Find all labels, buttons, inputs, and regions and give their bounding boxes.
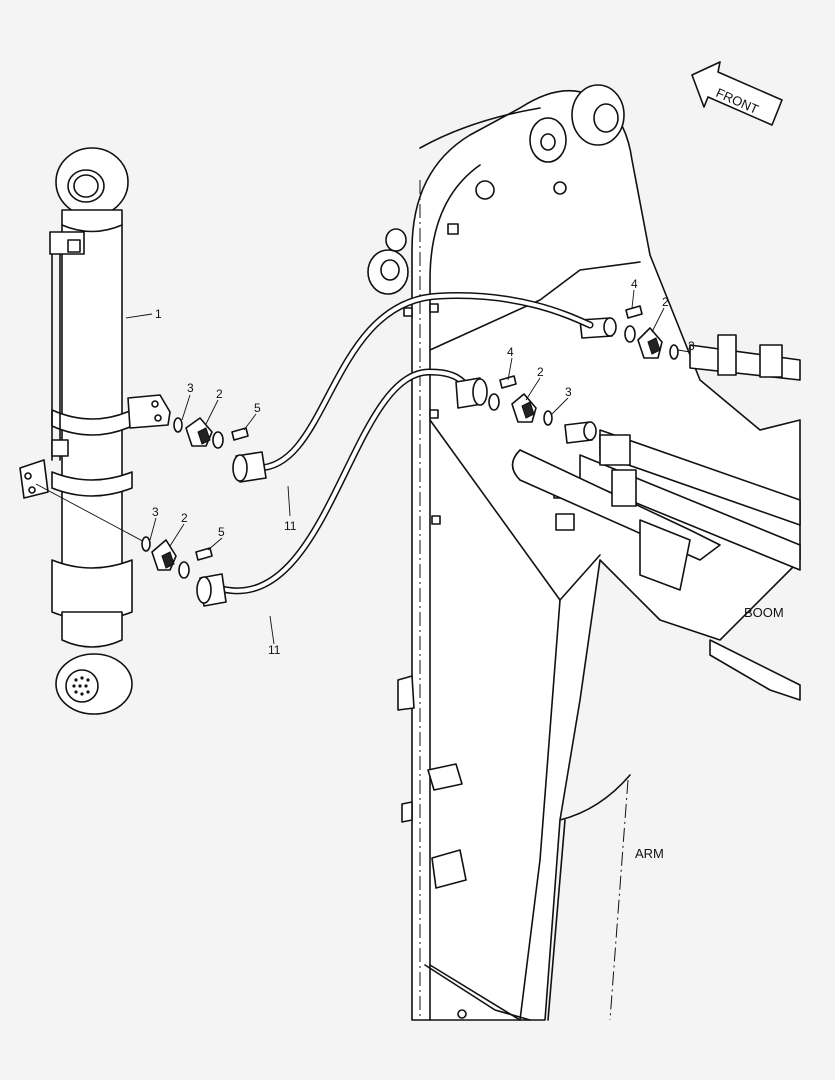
boom-label: BOOM — [744, 605, 784, 620]
callout-bolt-upper-a: 4 — [507, 345, 514, 359]
grease-fitting-ring — [475, 180, 495, 200]
arm-label: ARM — [635, 846, 664, 861]
callout-oring-c: 3 — [565, 385, 572, 399]
bolt-cyl-upper — [231, 427, 249, 441]
pipe-clamp-lower — [599, 434, 631, 466]
callout-hose-upper: 11 — [284, 519, 297, 533]
cylinder-port-lower — [19, 459, 49, 499]
callout-flange-d: 2 — [662, 295, 669, 309]
callout-cylinder: 1 — [155, 307, 162, 321]
cylinder-barrel — [61, 209, 123, 611]
oring-arm-upper — [669, 344, 679, 360]
leader-lines — [125, 289, 691, 645]
hydraulic-cylinder — [19, 147, 171, 715]
arm-structure — [367, 84, 801, 1021]
bolt-arm-upper — [625, 305, 643, 319]
callout-flange-b: 2 — [181, 511, 188, 525]
oring-cyl-upper — [173, 417, 183, 433]
callout-flange-a: 2 — [216, 387, 223, 401]
callout-flange-c: 2 — [537, 365, 544, 379]
pipe-clamp-upper — [717, 334, 737, 376]
boom-pipe-upper — [689, 344, 801, 381]
callout-bolt-lower-b: 5 — [218, 525, 225, 539]
front-direction-arrow: FRONT — [691, 61, 783, 126]
bolt-cyl-lower — [195, 547, 213, 561]
callout-labels: 1 11 11 3 2 5 3 2 5 4 2 3 4 2 3 — [152, 277, 695, 657]
oring-cyl-lower — [141, 536, 151, 552]
callout-bolt-lower-a: 5 — [254, 401, 261, 415]
cylinder-port-upper — [127, 394, 171, 429]
arm-body — [411, 89, 801, 1021]
fittings — [141, 305, 679, 579]
callout-oring-d: 3 — [688, 339, 695, 353]
callout-hose-lower: 11 — [268, 643, 281, 657]
callout-oring-a: 3 — [187, 381, 194, 395]
hoses — [196, 292, 594, 607]
callout-bolt-upper-b: 4 — [631, 277, 638, 291]
callout-oring-b: 3 — [152, 505, 159, 519]
oring-arm-lower — [543, 410, 553, 426]
bolt-arm-lower — [499, 375, 517, 389]
